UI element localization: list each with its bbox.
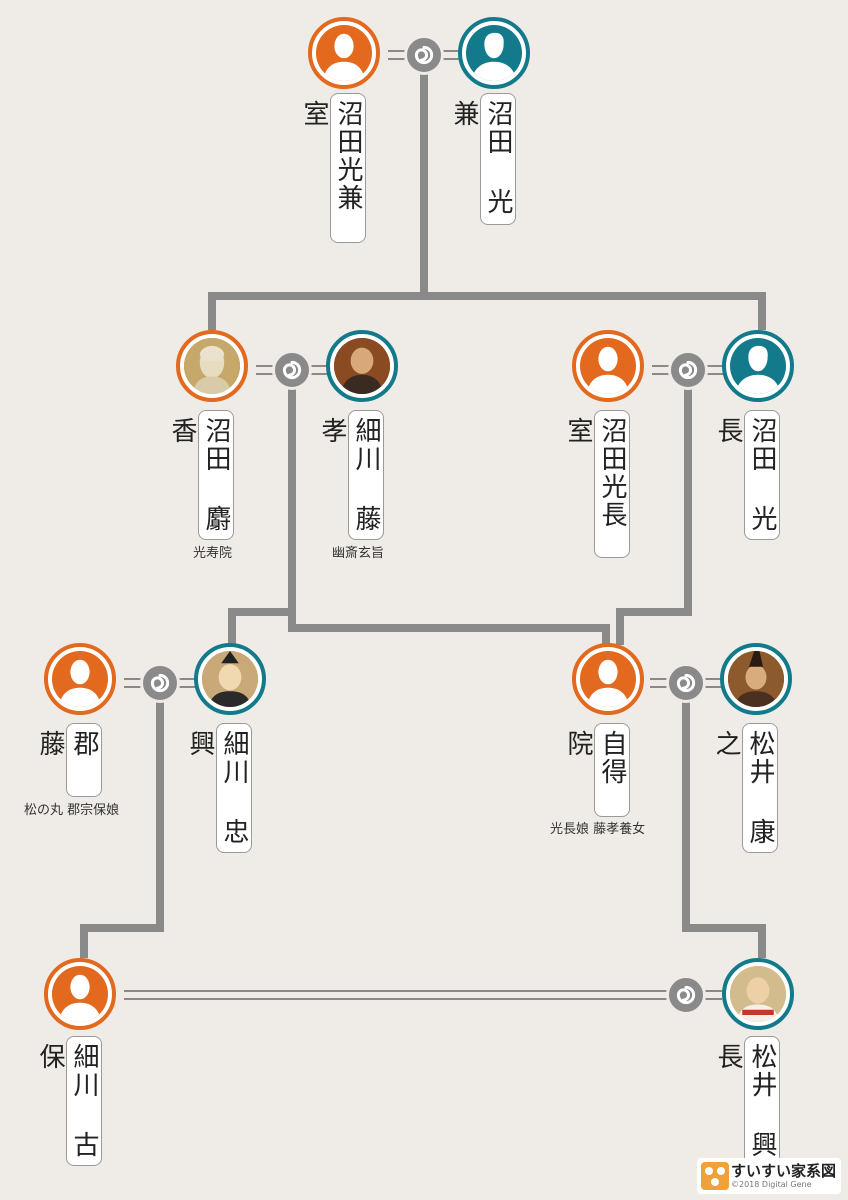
name-koho: 細川 古保: [35, 1036, 102, 1166]
brand-copyright: ©2018 Digital Gene: [731, 1180, 812, 1189]
avatar-mitsunaga-shitsu[interactable]: [572, 330, 644, 402]
marriage-icon-jitokuin: [666, 663, 706, 703]
avatar-okinaga[interactable]: [722, 958, 794, 1030]
marriage-icon-gen1: [404, 35, 444, 75]
avatar-mitsukane[interactable]: [458, 17, 530, 89]
family-tree-logo-icon: [701, 1162, 729, 1190]
marriage-icon-tadaoki: [140, 663, 180, 703]
female-silhouette-icon: [323, 33, 365, 81]
note-jitokuin: 光長娘 藤孝養女: [550, 822, 646, 837]
avatar-kori-fuji[interactable]: [44, 643, 116, 715]
female-silhouette-icon: [587, 659, 629, 707]
name-fujitaka: 細川 藤孝: [317, 410, 384, 540]
male-silhouette-icon: [471, 32, 517, 81]
name-jitokuin: 自得院: [563, 723, 630, 817]
avatar-mitsunaga[interactable]: [722, 330, 794, 402]
avatar-jitokuin[interactable]: [572, 643, 644, 715]
female-silhouette-icon: [587, 346, 629, 394]
portrait-icon: [202, 651, 258, 707]
avatar-koho[interactable]: [44, 958, 116, 1030]
female-silhouette-icon: [59, 974, 101, 1022]
avatar-jako[interactable]: [176, 330, 248, 402]
marriage-icon-koho-okinaga: [666, 975, 706, 1015]
male-silhouette-icon: [735, 345, 781, 394]
avatar-tadaoki[interactable]: [194, 643, 266, 715]
note-fujitaka: 幽斎玄旨: [332, 546, 385, 561]
avatar-mitsukane-shitsu[interactable]: [308, 17, 380, 89]
line-hosokawa-children: [228, 370, 610, 645]
brand-badge: すいすい家系図 ©2018 Digital Gene: [697, 1158, 841, 1194]
note-jako: 光寿院: [193, 546, 233, 561]
avatar-fujitaka[interactable]: [326, 330, 398, 402]
name-mitsunaga: 沼田 光長: [713, 410, 780, 540]
note-kori-fuji: 松の丸 郡宗保娘: [24, 803, 120, 818]
name-mitsukane: 沼田 光兼: [449, 93, 516, 225]
avatar-yasuyuki[interactable]: [720, 643, 792, 715]
portrait-icon: [728, 651, 784, 707]
name-jako: 沼田 麝香: [167, 410, 234, 540]
portrait-icon: [184, 338, 240, 394]
line-yasuyuki-child: [682, 686, 766, 958]
brand-name: すいすい家系図: [731, 1162, 837, 1180]
name-mitsukane-shitsu: 沼田光兼室: [299, 93, 366, 243]
marriage-icon-numata-mitsunaga: [668, 350, 708, 390]
portrait-icon: [730, 966, 786, 1022]
name-mitsunaga-shitsu: 沼田光長室: [563, 410, 630, 558]
name-okinaga: 松井 興長: [713, 1036, 780, 1166]
name-tadaoki: 細川 忠興: [185, 723, 252, 853]
name-yasuyuki: 松井 康之: [711, 723, 778, 853]
line-tadaoki-child: [80, 686, 164, 958]
line-numata-child: [616, 370, 692, 645]
female-silhouette-icon: [59, 659, 101, 707]
line-gen1-children: [208, 55, 766, 330]
portrait-icon: [334, 338, 390, 394]
marriage-icon-hosokawa-fujitaka: [272, 350, 312, 390]
name-kori-fuji: 郡 藤: [35, 723, 102, 797]
